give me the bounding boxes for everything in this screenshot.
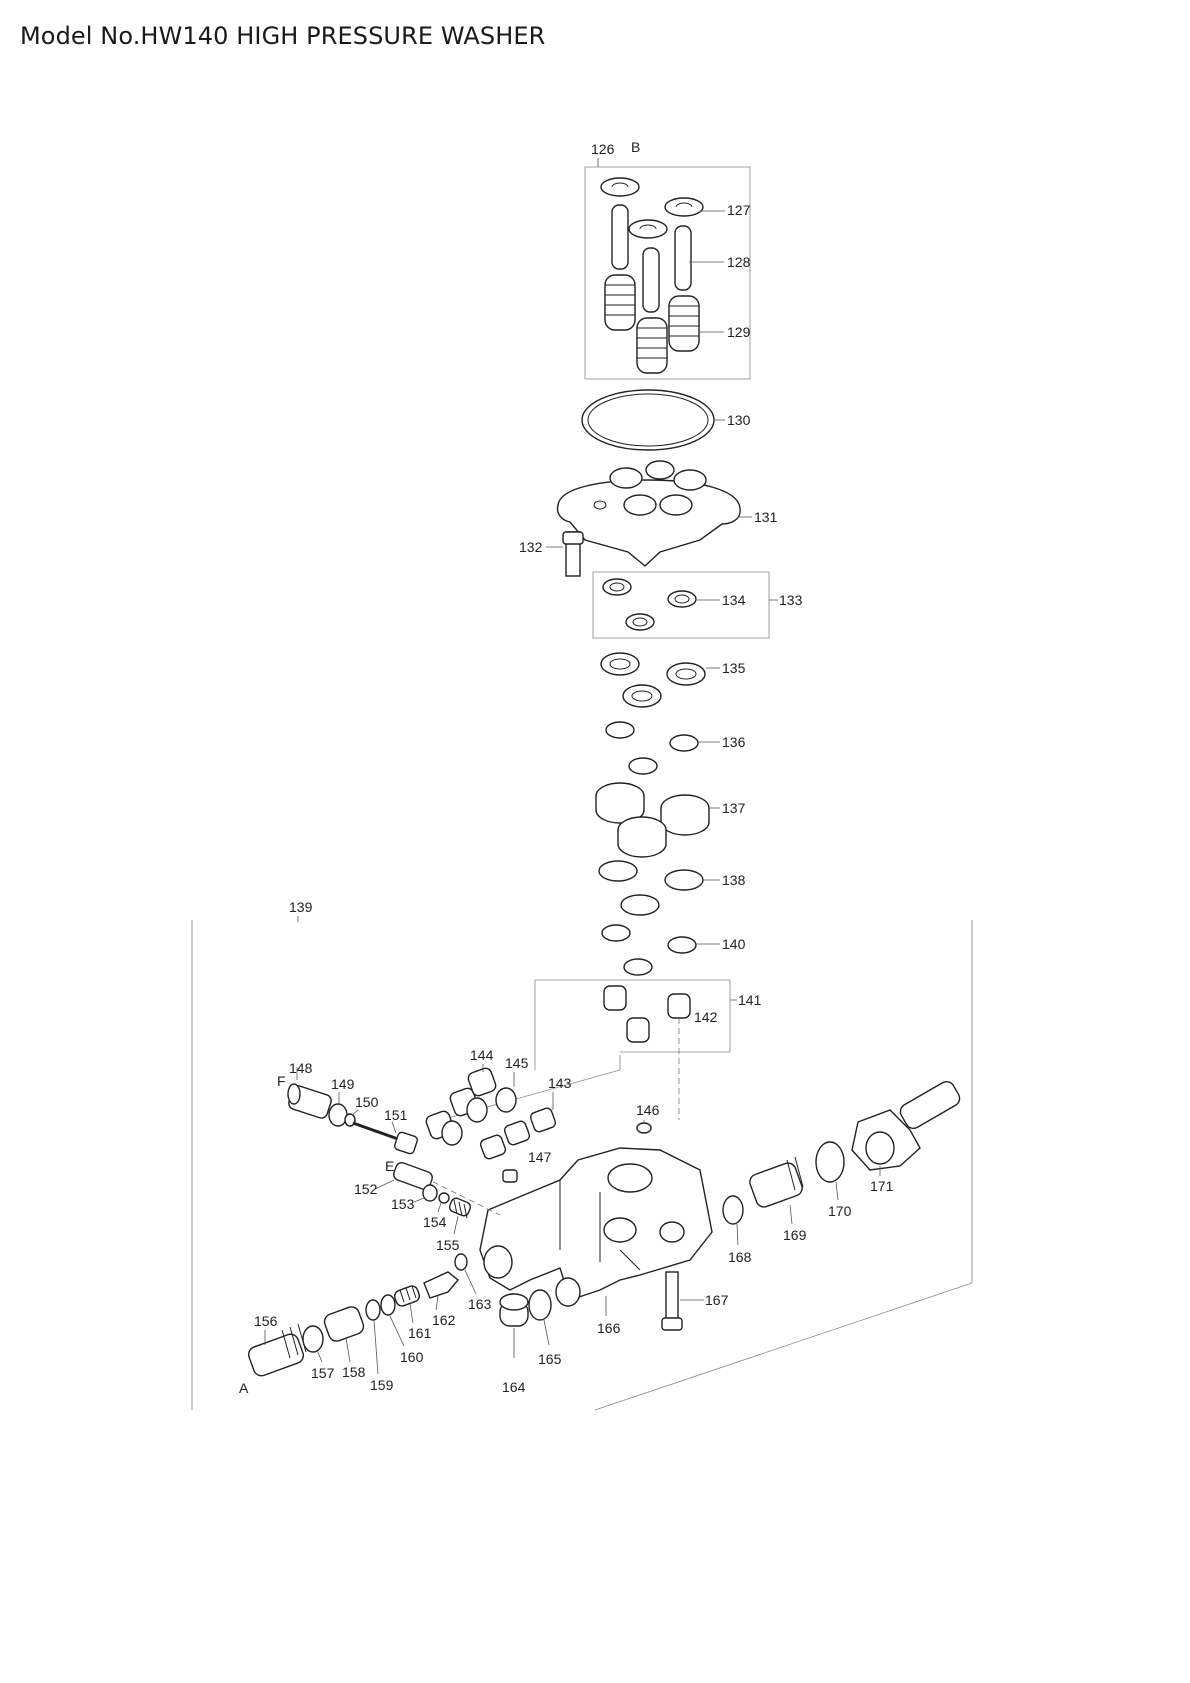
label-132: 132	[519, 539, 543, 555]
unloader-151	[352, 1121, 418, 1155]
label-162: 162	[432, 1312, 456, 1328]
label-152: 152	[354, 1181, 378, 1197]
label-167: 167	[705, 1292, 729, 1308]
pump-head-131	[556, 460, 741, 567]
bolt-167	[661, 1271, 683, 1331]
fitting-171	[851, 1080, 961, 1171]
valve-cap-part	[600, 177, 704, 239]
label-166: 166	[597, 1320, 621, 1336]
seal-kit-133-frame	[592, 571, 770, 639]
fitting-148	[287, 1083, 332, 1119]
label-F: F	[277, 1073, 286, 1089]
label-143: 143	[548, 1075, 572, 1091]
label-140: 140	[722, 936, 746, 952]
label-135: 135	[722, 660, 746, 676]
ring-136	[605, 721, 699, 775]
label-145: 145	[505, 1055, 529, 1071]
label-E: E	[385, 1158, 394, 1174]
part-number-labels: 126 B 127 128 129 130 131 132 133 134 13…	[239, 139, 894, 1396]
label-164: 164	[502, 1379, 526, 1395]
ring-140	[601, 924, 697, 976]
manifold-166	[479, 1147, 713, 1307]
label-171: 171	[870, 1178, 894, 1194]
label-154: 154	[423, 1214, 447, 1230]
label-157: 157	[311, 1365, 335, 1381]
label-161: 161	[408, 1325, 432, 1341]
label-138: 138	[722, 872, 746, 888]
o-ring-159	[365, 1299, 381, 1321]
valve-spring-part	[604, 274, 700, 374]
label-129: 129	[727, 324, 751, 340]
o-ring-165	[528, 1289, 552, 1321]
spring-161	[393, 1285, 421, 1307]
seal-134	[602, 578, 697, 631]
label-139: 139	[289, 899, 313, 915]
label-163: 163	[468, 1296, 492, 1312]
fitting-152	[393, 1162, 433, 1190]
small-seal-146	[636, 1122, 652, 1134]
o-ring-168	[722, 1195, 744, 1225]
page-title: Model No.HW140 HIGH PRESSURE WASHER	[20, 22, 546, 50]
o-ring-130	[581, 389, 715, 451]
label-141: 141	[738, 992, 762, 1008]
label-160: 160	[400, 1349, 424, 1365]
label-130: 130	[727, 412, 751, 428]
valve-seat-158	[323, 1306, 365, 1342]
label-158: 158	[342, 1364, 366, 1380]
label-148: 148	[289, 1060, 313, 1076]
label-142: 142	[694, 1009, 718, 1025]
label-136: 136	[722, 734, 746, 750]
label-144: 144	[470, 1047, 494, 1063]
check-valve-142	[603, 985, 691, 1043]
label-156: 156	[254, 1313, 278, 1329]
o-ring-157	[302, 1325, 324, 1353]
manifold-group-139-frame	[191, 920, 973, 1411]
valve-162	[423, 1271, 459, 1299]
seal-retainer-135	[600, 652, 706, 708]
o-ring-149	[328, 1103, 348, 1127]
o-ring-154	[438, 1192, 450, 1204]
label-146: 146	[636, 1102, 660, 1118]
valve-kit-141-frame	[534, 979, 731, 1070]
label-150: 150	[355, 1094, 379, 1110]
valve-assembly-group-b	[584, 158, 751, 380]
label-170: 170	[828, 1203, 852, 1219]
o-ring-170	[815, 1141, 845, 1183]
label-127: 127	[727, 202, 751, 218]
label-155: 155	[436, 1237, 460, 1253]
label-128: 128	[727, 254, 751, 270]
o-ring-163	[454, 1253, 468, 1271]
label-153: 153	[391, 1196, 415, 1212]
label-134: 134	[722, 592, 746, 608]
o-ring-138	[598, 860, 704, 916]
o-ring-153	[422, 1184, 438, 1202]
spring-155	[448, 1197, 472, 1219]
label-159: 159	[370, 1377, 394, 1393]
label-131: 131	[754, 509, 778, 525]
label-168: 168	[728, 1249, 752, 1265]
valve-pin-part	[611, 204, 692, 313]
label-126: 126	[591, 141, 615, 157]
label-B: B	[631, 139, 640, 155]
label-169: 169	[783, 1227, 807, 1243]
label-151: 151	[384, 1107, 408, 1123]
plug-164	[499, 1293, 529, 1327]
o-ring-160	[380, 1294, 396, 1316]
label-165: 165	[538, 1351, 562, 1367]
label-137: 137	[722, 800, 746, 816]
label-133: 133	[779, 592, 803, 608]
inlet-valve-cluster	[425, 1067, 557, 1183]
label-A: A	[239, 1380, 249, 1396]
o-ring-150	[344, 1113, 356, 1127]
fitting-156	[247, 1323, 307, 1377]
packing-137	[595, 782, 710, 858]
label-149: 149	[331, 1076, 355, 1092]
bolt-132	[562, 531, 584, 577]
fitting-169	[749, 1156, 804, 1208]
label-147: 147	[528, 1149, 552, 1165]
